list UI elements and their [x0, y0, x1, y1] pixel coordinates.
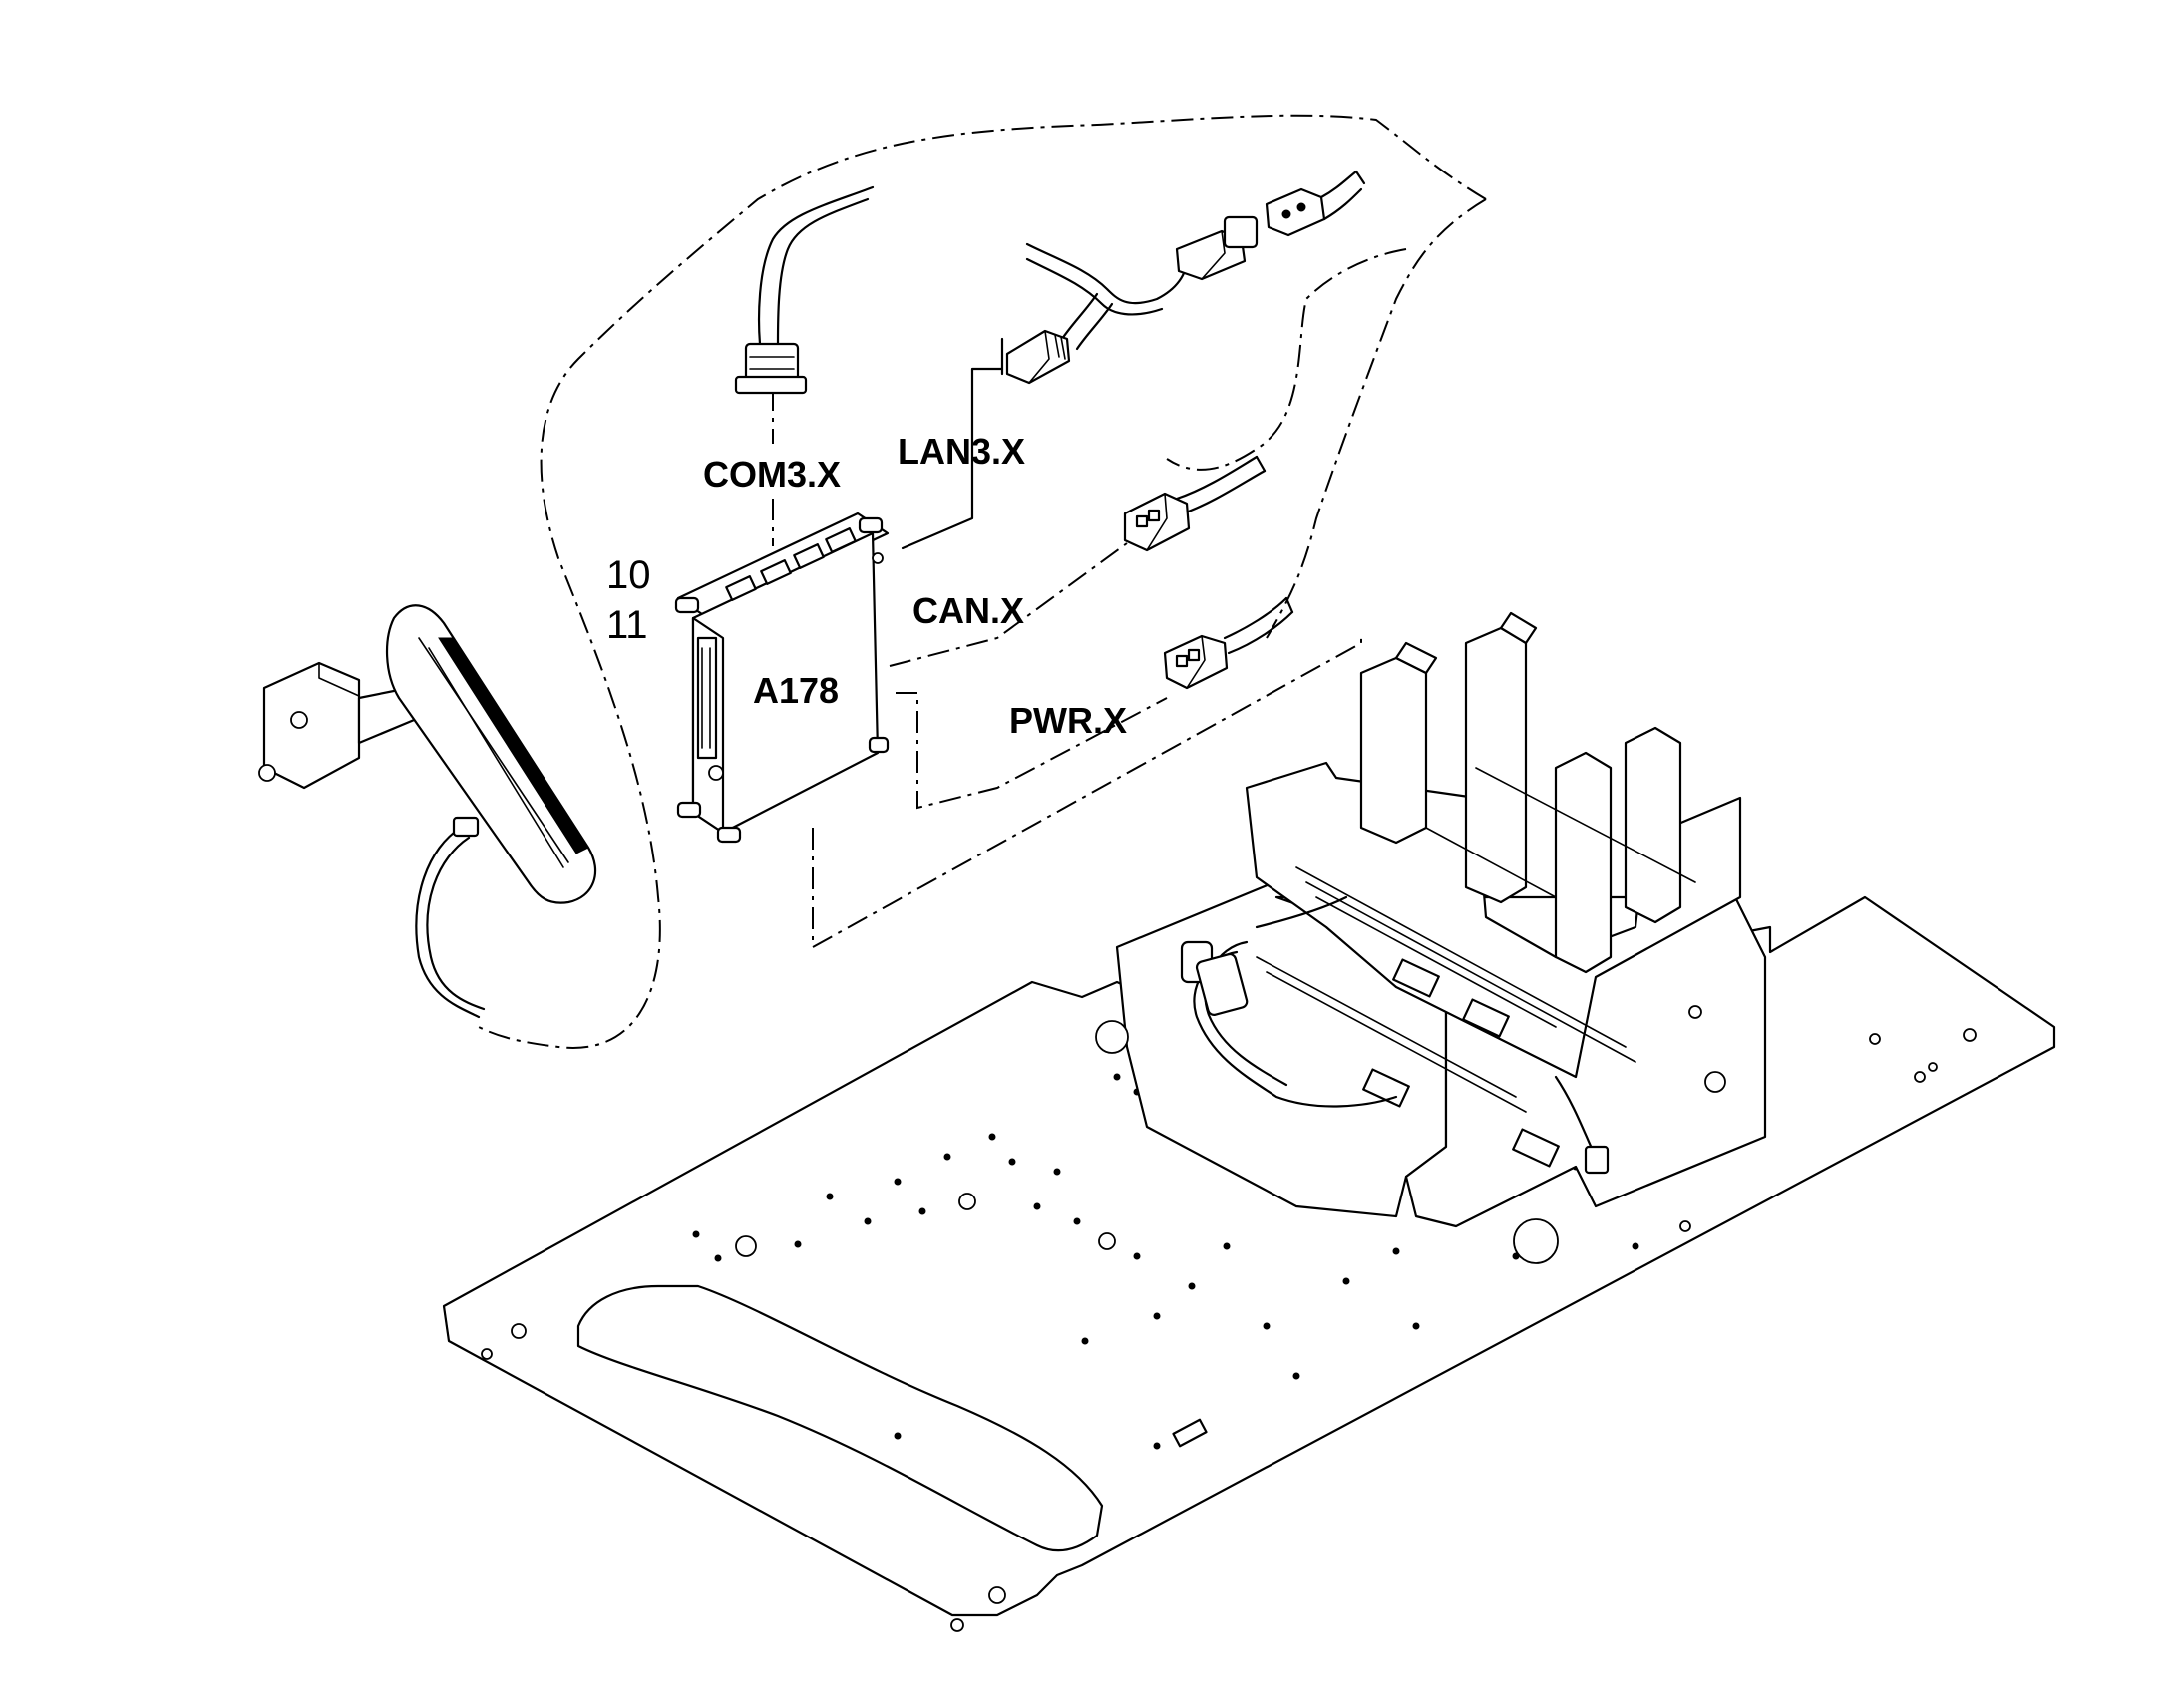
cable-harness-top	[757, 185, 1189, 351]
label-com3x: COM3.X	[703, 454, 841, 495]
label-a178: A178	[753, 670, 839, 711]
ref-number-10: 10	[606, 553, 651, 597]
can-connector	[1123, 455, 1267, 552]
label-pwrx: PWR.X	[1009, 700, 1127, 741]
lan-connector	[1005, 329, 1071, 385]
harness-envelope	[478, 114, 1487, 1049]
pwr-connector	[1163, 596, 1294, 690]
label-lan3x: LAN3.X	[898, 431, 1025, 472]
ref-number-11: 11	[606, 603, 648, 647]
com-connector	[734, 342, 808, 395]
display-monitor	[258, 604, 597, 1019]
labels: COM3.X LAN3.X CAN.X PWR.X A178 10 11	[606, 431, 1127, 741]
plug-connector-b	[1265, 170, 1366, 237]
leader-lines	[772, 337, 1362, 949]
a178-module	[674, 512, 890, 844]
seat-bracket-assembly	[1095, 611, 1767, 1264]
label-canx: CAN.X	[912, 590, 1024, 631]
mounting-holes	[692, 1073, 1639, 1450]
plug-connector-a	[1175, 215, 1259, 281]
